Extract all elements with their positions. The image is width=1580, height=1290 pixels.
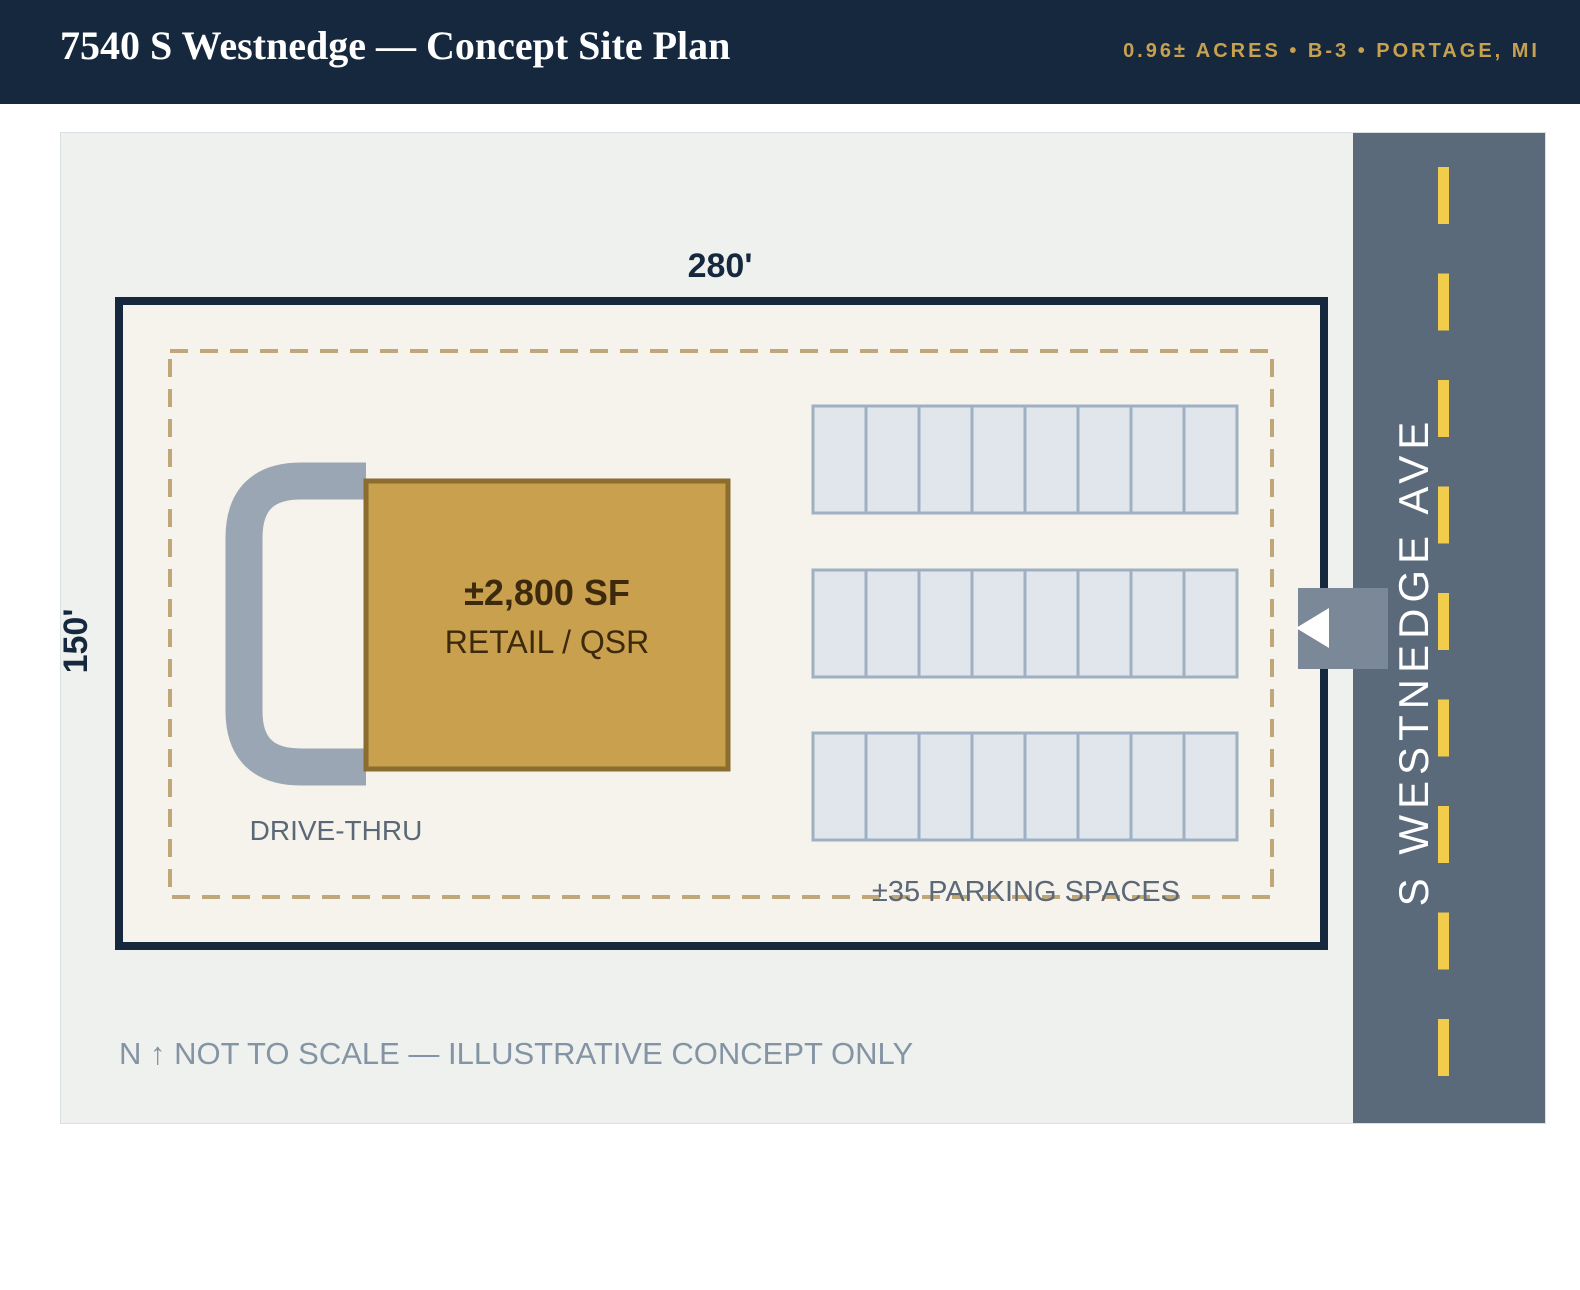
building-area: ±2,800 SF: [464, 572, 630, 613]
site-meta: 0.96± ACRES • B-3 • PORTAGE, MI: [1123, 40, 1540, 62]
road-stripe: [1438, 167, 1449, 224]
road-stripe: [1438, 912, 1449, 970]
parking-stall: [917, 404, 974, 515]
parking-stall: [811, 731, 868, 842]
building-footprint: [363, 478, 731, 772]
parking-stall: [917, 731, 974, 842]
parking-stall: [1182, 731, 1239, 842]
parking-stall: [1129, 404, 1186, 515]
building-use: RETAIL / QSR: [445, 624, 649, 660]
parking-stall: [1182, 404, 1239, 515]
page-title: 7540 S Westnedge — Concept Site Plan: [60, 23, 731, 68]
site-plan-canvas: ±2,800 SF RETAIL / QSR 280' 150' DRIVE-T…: [61, 133, 1545, 1123]
parking-stall: [970, 404, 1027, 515]
road-stripe: [1438, 593, 1449, 650]
setback-line: [168, 349, 1274, 899]
parking-stall: [1076, 731, 1133, 842]
site-plan: ±2,800 SF RETAIL / QSR 280' 150' DRIVE-T…: [60, 132, 1546, 1124]
parking-label: ±35 PARKING SPACES: [872, 876, 1180, 908]
parking-stall: [1182, 568, 1239, 679]
road-stripe: [1438, 1019, 1449, 1076]
parking-stall: [970, 568, 1027, 679]
parking-stall: [864, 404, 921, 515]
parking-stall: [1023, 404, 1080, 515]
drive-thru-label: DRIVE-THRU: [250, 815, 423, 846]
road-stripe: [1438, 380, 1449, 437]
parking-stall: [864, 568, 921, 679]
parking-field: [811, 404, 1239, 842]
road-stripe: [1438, 486, 1449, 544]
parking-stall: [1076, 568, 1133, 679]
parking-stall: [1023, 568, 1080, 679]
scale-note: N ↑ NOT TO SCALE — ILLUSTRATIVE CONCEPT …: [119, 1036, 913, 1071]
road-stripe: [1438, 699, 1449, 757]
road-center-stripes: [1438, 167, 1449, 1076]
drive-thru-lane: [225, 462, 366, 786]
road-stripe: [1438, 273, 1449, 331]
width-dimension: 280': [688, 247, 753, 285]
parking-stall: [1023, 731, 1080, 842]
depth-dimension: 150': [61, 609, 95, 674]
parking-stall: [864, 731, 921, 842]
parking-stall: [1129, 568, 1186, 679]
road-stripe: [1438, 806, 1449, 863]
left-arrow-icon: [1296, 608, 1329, 648]
page-header: 7540 S Westnedge — Concept Site Plan 0.9…: [0, 0, 1580, 104]
parking-stall: [970, 731, 1027, 842]
parking-stall: [811, 404, 868, 515]
parking-stall: [811, 568, 868, 679]
parking-stall: [1076, 404, 1133, 515]
parking-stall: [917, 568, 974, 679]
parking-stall: [1129, 731, 1186, 842]
street-name: S WESTNEDGE AVE: [1390, 416, 1437, 907]
